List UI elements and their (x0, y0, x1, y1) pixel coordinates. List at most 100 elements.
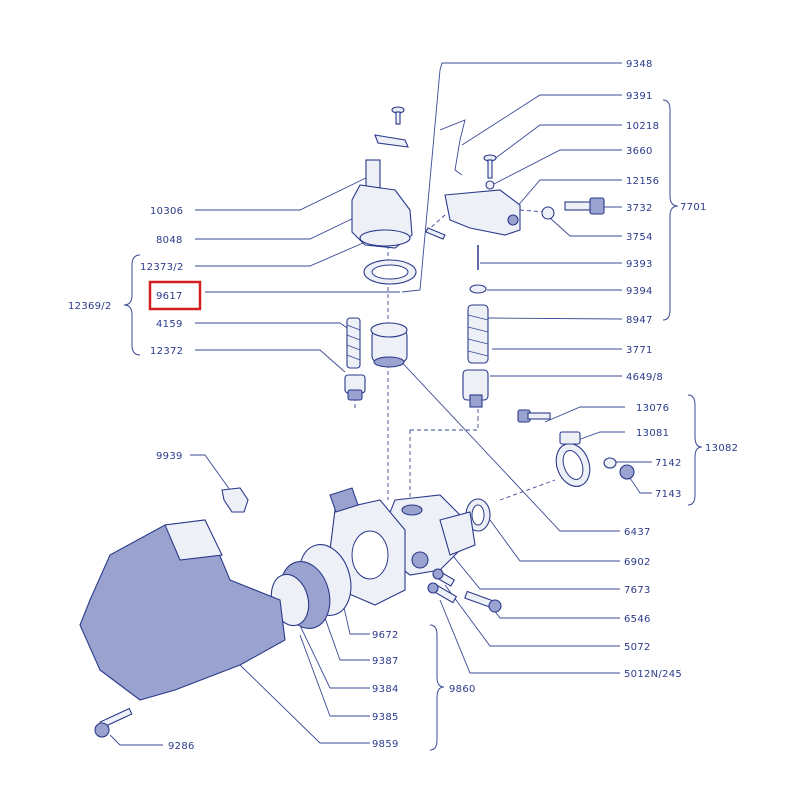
leader-8048 (195, 214, 361, 240)
spring-8947 (467, 304, 489, 364)
label-12369-2: 12369/2 (68, 301, 112, 312)
bolt-3732 (564, 197, 605, 215)
screw-10218 (483, 154, 497, 179)
washer-3660 (485, 180, 495, 190)
label-9393: 9393 (626, 259, 653, 270)
label-8048: 8048 (156, 235, 183, 246)
label-13081: 13081 (636, 428, 669, 439)
screw-6546 (464, 590, 502, 613)
clip-9939 (221, 487, 249, 513)
parts (79, 106, 635, 738)
label-7701: 7701 (680, 202, 707, 213)
screw-13076 (517, 409, 551, 423)
part-labels: 9348 9391 10218 3660 12156 3732 7701 375… (68, 59, 738, 752)
leader-3754 (549, 217, 622, 237)
label-5012N-245: 5012N/245 (624, 669, 682, 680)
choke-lever (444, 189, 521, 236)
leader-9348 (401, 62, 622, 293)
label-9286: 9286 (168, 741, 195, 752)
cover-screw (425, 227, 446, 240)
label-7673: 7673 (624, 585, 651, 596)
clip-plate (374, 134, 409, 148)
leader-lines (109, 62, 652, 746)
label-13082: 13082 (705, 443, 738, 454)
leader-6437 (394, 354, 620, 532)
label-7142: 7142 (655, 458, 682, 469)
screw-9286 (94, 707, 133, 738)
washer-7142 (603, 457, 617, 469)
brace-13082 (687, 394, 703, 506)
top-screw (391, 106, 405, 125)
label-6546: 6546 (624, 614, 651, 625)
float-chamber (370, 322, 408, 368)
brace-12369-2 (123, 254, 141, 356)
leader-7143 (627, 474, 652, 494)
label-9384: 9384 (372, 684, 399, 695)
highlight-box-9617 (148, 280, 202, 311)
label-9394: 9394 (626, 286, 653, 297)
label-9387: 9387 (372, 656, 399, 667)
leader-6902 (489, 519, 620, 562)
leader-9391 (461, 94, 622, 146)
leader-10218 (492, 124, 622, 161)
label-12156: 12156 (626, 176, 659, 187)
label-3771: 3771 (626, 345, 653, 356)
leader-12156 (509, 179, 622, 216)
label-9859: 9859 (372, 739, 399, 750)
slide-4649-8 (462, 369, 489, 408)
jet-12372 (344, 374, 366, 401)
leader-9385 (299, 634, 370, 717)
label-9617: 9617 (156, 291, 183, 302)
label-10218: 10218 (626, 121, 659, 132)
label-3660: 3660 (626, 146, 653, 157)
label-6902: 6902 (624, 557, 651, 568)
label-3732: 3732 (626, 203, 653, 214)
screw-5072 (432, 568, 456, 587)
label-12372: 12372 (150, 346, 183, 357)
brace-7701 (662, 99, 679, 321)
nut-7143 (619, 464, 635, 480)
label-9672: 9672 (372, 630, 399, 641)
spring-4159 (346, 317, 361, 369)
gasket-ring (363, 259, 417, 285)
label-9391: 9391 (626, 91, 653, 102)
label-9939: 9939 (156, 451, 183, 462)
label-12373-2: 12373/2 (140, 262, 184, 273)
leader-13081 (577, 431, 625, 441)
label-6437: 6437 (624, 527, 651, 538)
wire-link (439, 119, 466, 176)
leader-9939 (190, 454, 231, 491)
leader-6546 (489, 604, 620, 619)
leader-9286 (109, 734, 163, 746)
label-10306: 10306 (150, 206, 183, 217)
brace-9860 (429, 624, 445, 751)
leader-13076 (544, 406, 625, 423)
label-9348: 9348 (626, 59, 653, 70)
leader-5012N-245 (439, 599, 620, 674)
washer-9394 (469, 284, 487, 294)
label-7143: 7143 (655, 489, 682, 500)
nut-3754 (541, 206, 555, 220)
leader-5072 (444, 584, 620, 647)
clamp-13081 (555, 431, 591, 487)
filter-rings (270, 544, 352, 629)
throttle-cover (351, 159, 413, 249)
label-9385: 9385 (372, 712, 399, 723)
leader-8947 (486, 317, 623, 320)
leader-4159 (195, 322, 351, 331)
air-filter-housing (79, 519, 286, 701)
leader-9859 (239, 664, 370, 744)
leader-10306 (195, 174, 373, 211)
label-3754: 3754 (626, 232, 653, 243)
leader-3660 (491, 149, 622, 186)
leader-12372 (195, 349, 346, 373)
label-9860: 9860 (449, 684, 476, 695)
label-13076: 13076 (636, 403, 669, 414)
screw-5012N-245 (427, 582, 458, 604)
label-4159: 4159 (156, 319, 183, 330)
leader-12373-2 (195, 239, 371, 267)
group-braces (123, 99, 703, 751)
label-8947: 8947 (626, 315, 653, 326)
